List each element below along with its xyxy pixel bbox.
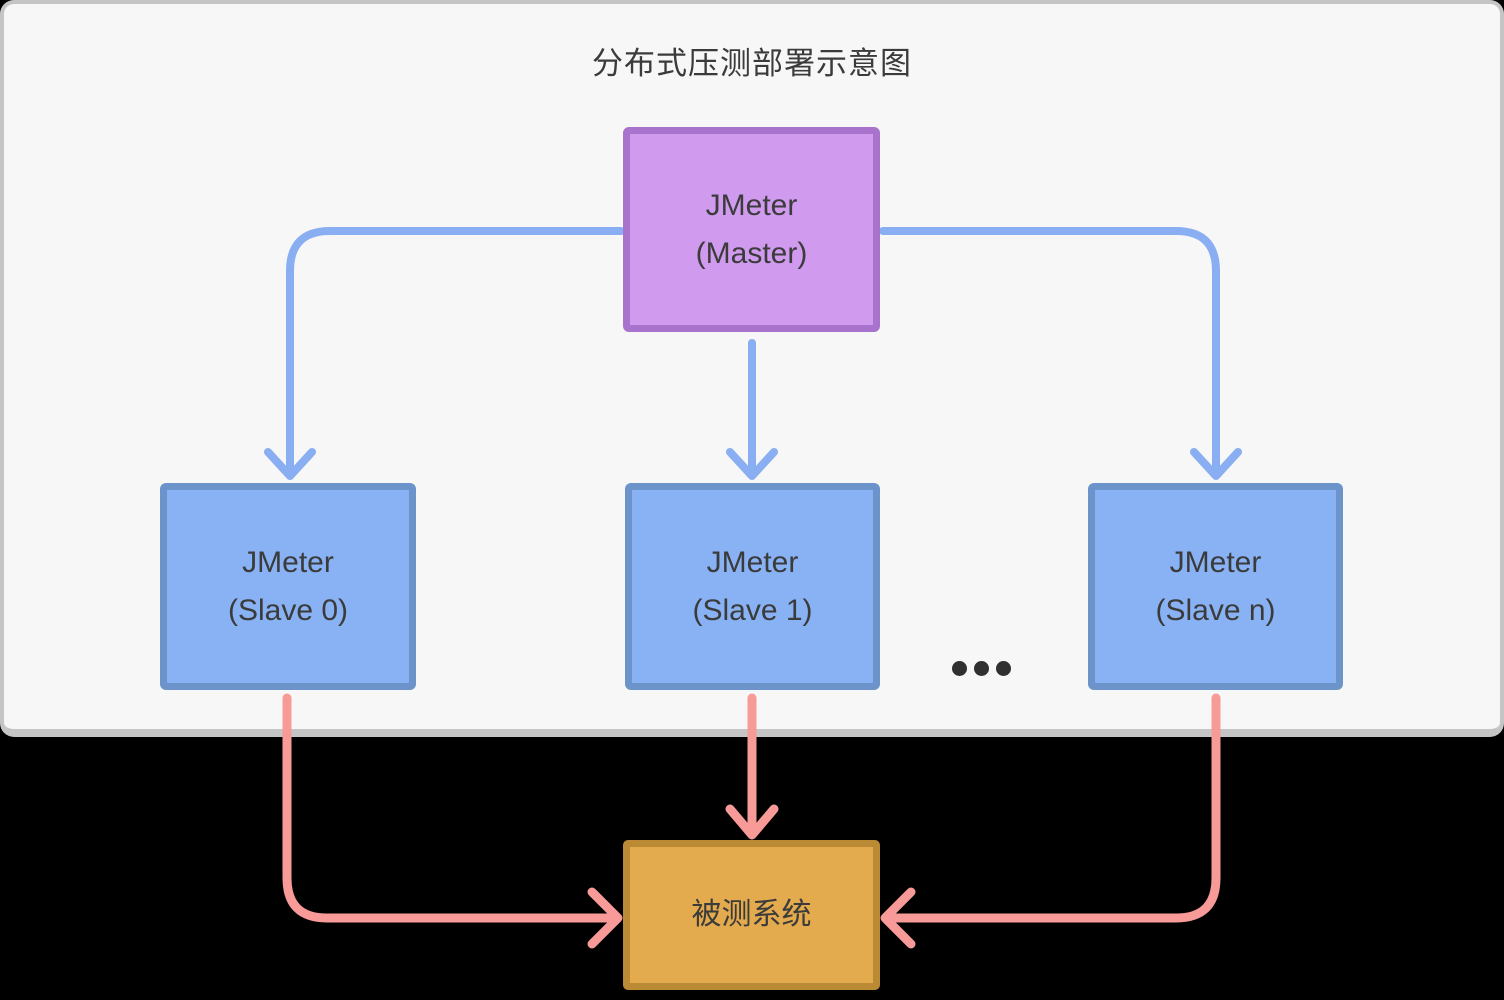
ellipsis-dot (974, 661, 989, 676)
node-jmeter-master: JMeter (Master) (623, 127, 880, 332)
node-jmeter-slave1-line1: JMeter (706, 545, 799, 579)
node-jmeter-slave1: JMeter (Slave 1) (625, 483, 880, 690)
node-jmeter-slave-n-line1: JMeter (1169, 545, 1262, 579)
node-jmeter-master-line2: (Master) (695, 236, 808, 270)
arrowhead-slaven-to-sut (880, 887, 916, 949)
diagram-title: 分布式压测部署示意图 (592, 46, 912, 81)
ellipsis-dots (952, 661, 1011, 676)
ellipsis-dot (952, 661, 967, 676)
node-jmeter-slave-n-line2: (Slave n) (1155, 593, 1276, 627)
node-system-under-test: 被测系统 (623, 840, 880, 990)
node-jmeter-slave1-line2: (Slave 1) (692, 593, 813, 627)
node-jmeter-slave0-line2: (Slave 0) (227, 593, 349, 627)
arrowhead-slave1-to-sut (725, 804, 779, 840)
node-jmeter-slave-n: JMeter (Slave n) (1088, 483, 1343, 690)
ellipsis-dot (996, 661, 1011, 676)
node-jmeter-master-line1: JMeter (705, 188, 798, 222)
node-jmeter-slave0: JMeter (Slave 0) (160, 483, 416, 690)
node-system-under-test-label: 被测系统 (691, 898, 812, 931)
arrowhead-slave0-to-sut (587, 887, 623, 949)
node-jmeter-slave0-line1: JMeter (242, 545, 334, 579)
